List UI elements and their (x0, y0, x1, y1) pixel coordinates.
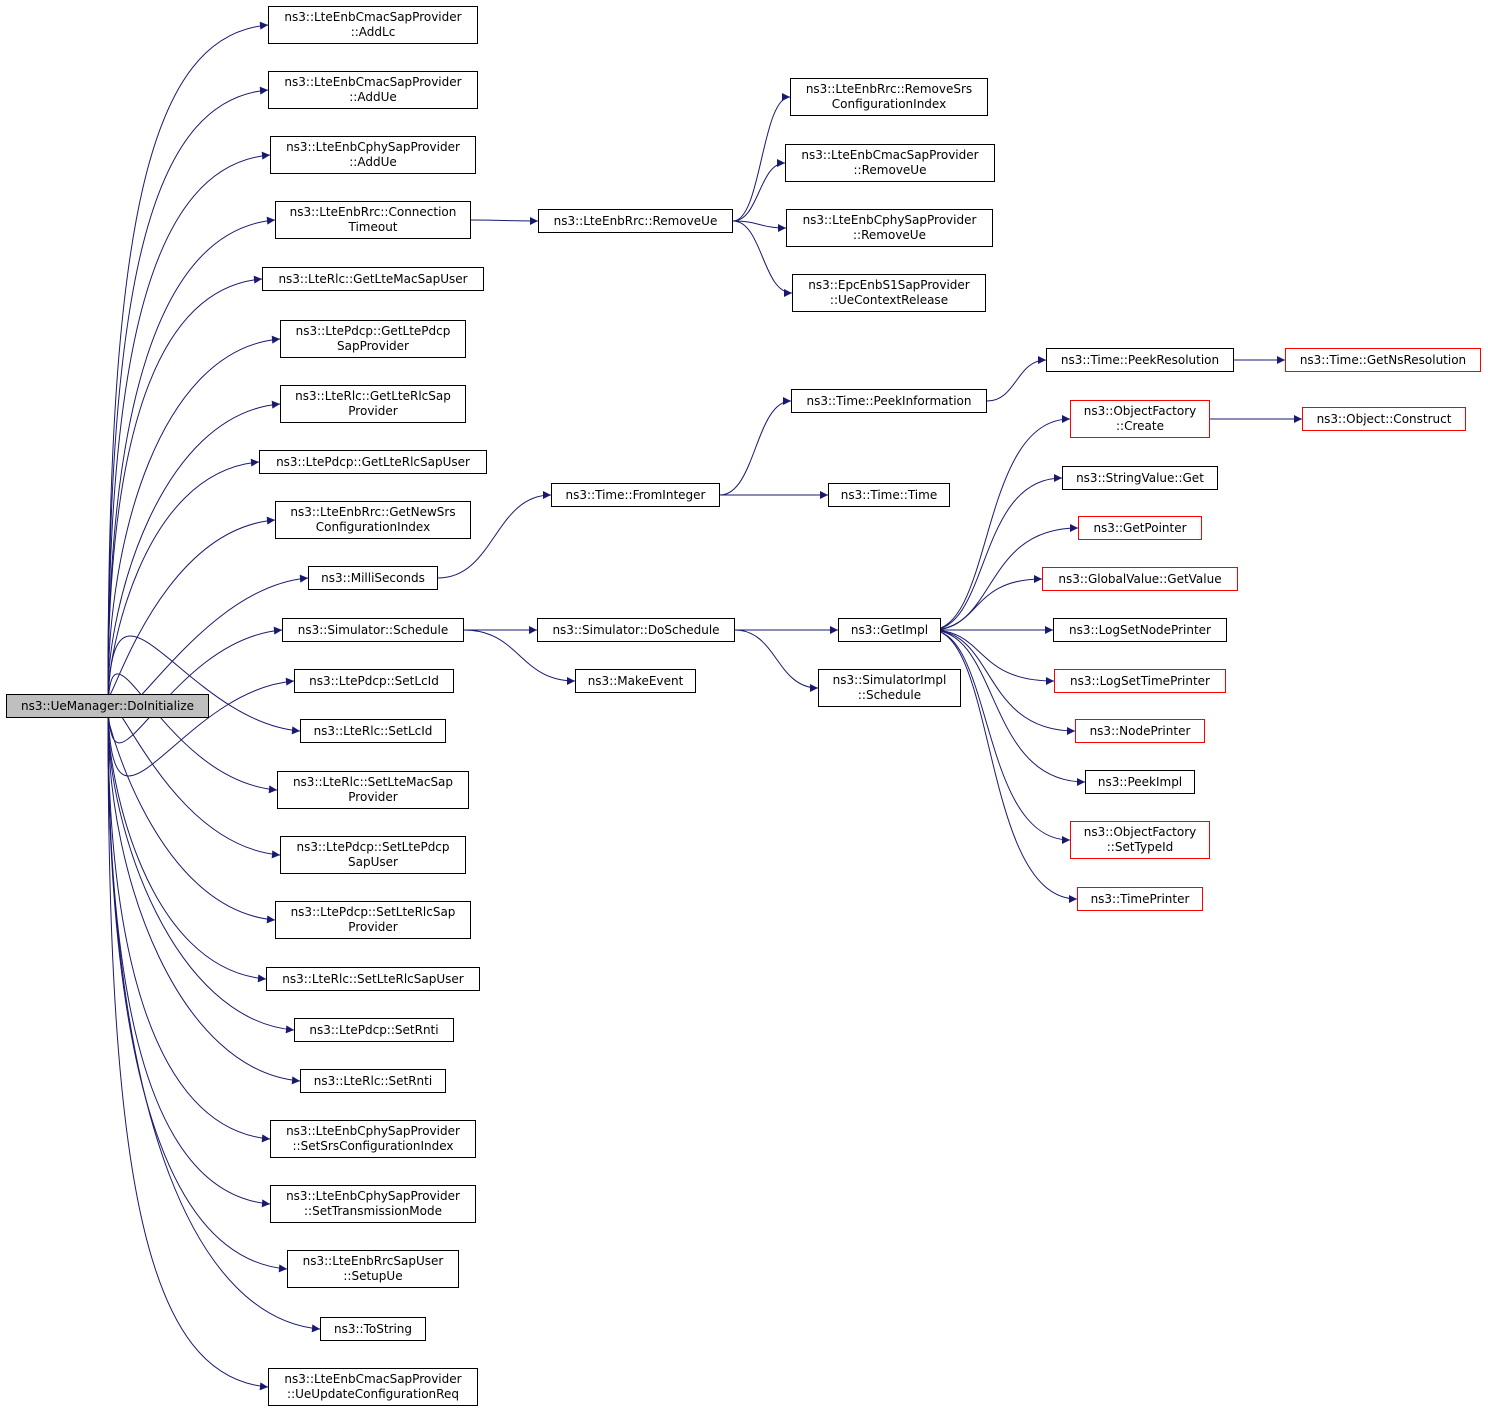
node-uectxrelease[interactable]: ns3::EpcEnbS1SapProvider ::UeContextRele… (792, 274, 986, 312)
node-stringvalue-get[interactable]: ns3::StringValue::Get (1062, 466, 1218, 490)
node-obj-construct[interactable]: ns3::Object::Construct (1302, 407, 1466, 431)
edge-root-to-setlterlcsapuser (107, 717, 267, 983)
edge-root-to-setltemacsapprov (107, 673, 278, 794)
node-setupue[interactable]: ns3::LteEnbRrcSapUser ::SetupUe (287, 1250, 459, 1288)
node-getpointer[interactable]: ns3::GetPointer (1078, 516, 1202, 540)
node-timeprinter[interactable]: ns3::TimePrinter (1077, 887, 1203, 911)
edge-getimpl-to-stringvalue_get (930, 474, 1063, 631)
edge-root-to-ueupdateconf (107, 717, 269, 1391)
node-root: ns3::UeManager::DoInitialize (6, 694, 209, 718)
edge-doschedule-to-simimpl_schedule (734, 629, 819, 692)
edge-getimpl-to-of_create (930, 415, 1071, 631)
node-peekinfo[interactable]: ns3::Time::PeekInformation (791, 389, 987, 413)
node-rlc-setlcid[interactable]: ns3::LteRlc::SetLcId (300, 719, 446, 743)
edge-getimpl-to-globalvalue_get (930, 575, 1043, 631)
edge-removeue-to-cmac_removeue (732, 159, 786, 222)
node-schedule[interactable]: ns3::Simulator::Schedule (282, 618, 464, 642)
edge-root-to-setsrs (107, 717, 271, 1143)
edge-root-to-settxmode (107, 717, 271, 1208)
node-milliseconds[interactable]: ns3::MilliSeconds (308, 566, 438, 590)
node-of-settypeid[interactable]: ns3::ObjectFactory ::SetTypeId (1070, 821, 1210, 859)
node-settxmode[interactable]: ns3::LteEnbCphySapProvider ::SetTransmis… (270, 1185, 476, 1223)
node-peekres[interactable]: ns3::Time::PeekResolution (1046, 348, 1234, 372)
edge-root-to-getltepdcpsapprov (107, 335, 281, 695)
edge-root-to-addue_cphy (107, 151, 271, 695)
node-setlterlcsapuser[interactable]: ns3::LteRlc::SetLteRlcSapUser (266, 967, 480, 991)
node-getnsres[interactable]: ns3::Time::GetNsResolution (1285, 348, 1481, 372)
edge-root-to-addue_cmac (107, 86, 269, 695)
edge-getimpl-to-nodeprinter (930, 629, 1076, 735)
node-addue-cphy[interactable]: ns3::LteEnbCphySapProvider ::AddUe (270, 136, 476, 174)
node-removeue[interactable]: ns3::LteEnbRrc::RemoveUe (538, 209, 733, 233)
edge-getimpl-to-timeprinter (930, 629, 1078, 903)
node-simimpl-schedule[interactable]: ns3::SimulatorImpl ::Schedule (818, 669, 961, 707)
edge-conn_timeout-to-removeue (470, 216, 539, 225)
node-setltepdcpsapuser[interactable]: ns3::LtePdcp::SetLtePdcp SapUser (280, 836, 466, 874)
edge-removeue-to-removesrs (732, 93, 791, 222)
node-peekimpl[interactable]: ns3::PeekImpl (1085, 770, 1195, 794)
node-tostring[interactable]: ns3::ToString (320, 1317, 426, 1341)
node-cmac-removeue[interactable]: ns3::LteEnbCmacSapProvider ::RemoveUe (785, 144, 995, 182)
edge-root-to-getlterlcsapprov (107, 400, 281, 695)
node-ueupdateconf[interactable]: ns3::LteEnbCmacSapProvider ::UeUpdateCon… (268, 1368, 478, 1406)
node-setsrs[interactable]: ns3::LteEnbCphySapProvider ::SetSrsConfi… (270, 1120, 476, 1158)
edge-getimpl-to-of_settypeid (930, 629, 1071, 844)
node-getlterlcsapprov[interactable]: ns3::LteRlc::GetLteRlcSap Provider (280, 385, 466, 423)
node-globalvalue-get[interactable]: ns3::GlobalValue::GetValue (1042, 567, 1238, 591)
edge-root-to-setltepdcpsapuser (107, 704, 281, 859)
node-conn-timeout[interactable]: ns3::LteEnbRrc::Connection Timeout (275, 201, 471, 239)
node-logsettimeprinter[interactable]: ns3::LogSetTimePrinter (1054, 669, 1226, 693)
node-frominteger[interactable]: ns3::Time::FromInteger (551, 483, 720, 507)
edge-root-to-pdcp_setlcid (107, 677, 295, 777)
node-nodeprinter[interactable]: ns3::NodePrinter (1075, 719, 1205, 743)
node-of-create[interactable]: ns3::ObjectFactory ::Create (1070, 400, 1210, 438)
node-setlterlcsapprov[interactable]: ns3::LtePdcp::SetLteRlcSap Provider (275, 901, 471, 939)
edge-root-to-setlterlcsapprov (107, 717, 276, 924)
edge-root-to-getnewsrs (107, 516, 276, 697)
node-logsetnodeprinter[interactable]: ns3::LogSetNodePrinter (1053, 618, 1227, 642)
node-setltemacsapprov[interactable]: ns3::LteRlc::SetLteMacSap Provider (277, 771, 469, 809)
node-removesrs[interactable]: ns3::LteEnbRrc::RemoveSrs ConfigurationI… (790, 78, 988, 116)
edge-root-to-rlc_setlcid (107, 635, 301, 735)
node-pdcp-setlcid[interactable]: ns3::LtePdcp::SetLcId (294, 669, 454, 693)
node-makeevent[interactable]: ns3::MakeEvent (575, 669, 696, 693)
edge-milliseconds-to-frominteger (437, 491, 552, 579)
edge-root-to-getltemacsapuser (107, 275, 263, 695)
node-getltepdcpsapprov[interactable]: ns3::LtePdcp::GetLtePdcp SapProvider (280, 320, 466, 358)
node-rlc-setrnti[interactable]: ns3::LteRlc::SetRnti (300, 1069, 446, 1093)
edge-schedule-to-makeevent (463, 629, 576, 685)
edge-peekinfo-to-peekres (986, 356, 1047, 402)
edge-root-to-rlc_setrnti (107, 717, 301, 1085)
edge-getimpl-to-logsettimeprinter (930, 629, 1055, 685)
node-getnewsrs[interactable]: ns3::LteEnbRrc::GetNewSrs ConfigurationI… (275, 501, 471, 539)
node-addue-cmac[interactable]: ns3::LteEnbCmacSapProvider ::AddUe (268, 71, 478, 109)
edge-root-to-pdcp_setrnti (107, 717, 295, 1034)
node-addlc[interactable]: ns3::LteEnbCmacSapProvider ::AddLc (268, 6, 478, 44)
node-doschedule[interactable]: ns3::Simulator::DoSchedule (537, 618, 735, 642)
node-getltemacsapuser[interactable]: ns3::LteRlc::GetLteMacSapUser (262, 267, 484, 291)
edge-getimpl-to-peekimpl (930, 629, 1086, 786)
node-pdcp-setrnti[interactable]: ns3::LtePdcp::SetRnti (294, 1018, 454, 1042)
node-timetime[interactable]: ns3::Time::Time (828, 483, 950, 507)
edge-root-to-getlterlcsapuser (107, 458, 260, 695)
node-getlterlcsapuser[interactable]: ns3::LtePdcp::GetLteRlcSapUser (259, 450, 487, 474)
node-getimpl[interactable]: ns3::GetImpl (838, 618, 941, 642)
edge-root-to-tostring (107, 717, 321, 1333)
edge-removeue-to-uectxrelease (732, 220, 793, 297)
edge-removeue-to-cphy_removeue (732, 220, 787, 232)
node-cphy-removeue[interactable]: ns3::LteEnbCphySapProvider ::RemoveUe (786, 209, 993, 247)
edge-root-to-addlc (107, 21, 269, 695)
edge-frominteger-to-peekinfo (719, 397, 792, 496)
